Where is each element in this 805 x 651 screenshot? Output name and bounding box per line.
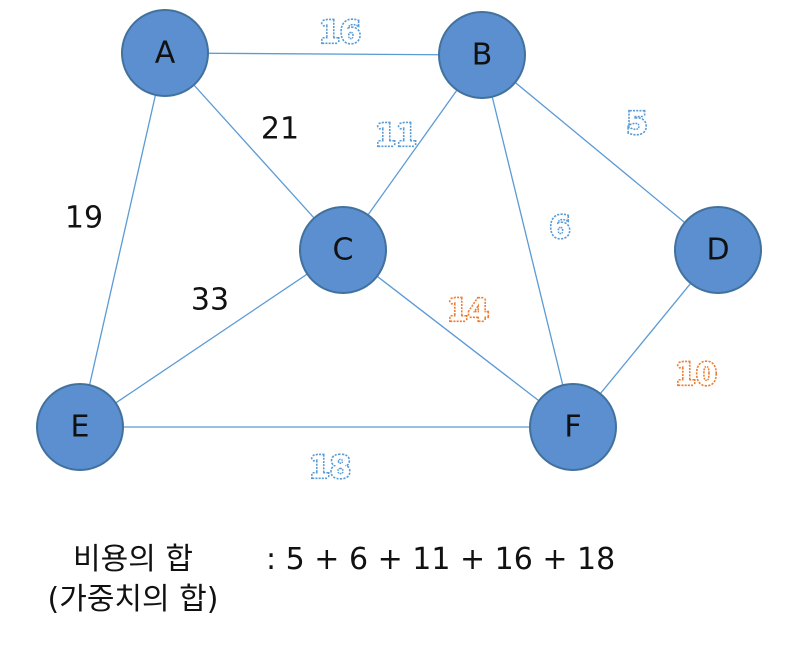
node-circle xyxy=(438,11,526,99)
edge-weight-c-e: 33 xyxy=(191,283,229,318)
edge-weight-b-c: 11 xyxy=(375,119,417,154)
node-c: C xyxy=(299,206,387,294)
edge-weight-a-c: 21 xyxy=(261,112,299,147)
graph-diagram: 16 21 19 11 5 6 33 14 10 18 A B C D E F xyxy=(36,9,762,487)
node-circle xyxy=(674,206,762,294)
weights-layer: 16 21 19 11 5 6 33 14 10 18 xyxy=(65,14,719,487)
edge-weight-a-e: 19 xyxy=(65,201,103,236)
node-f: F xyxy=(529,383,617,471)
node-circle xyxy=(299,206,387,294)
cost-formula: : 5 + 6 + 11 + 16 + 18 xyxy=(266,542,616,577)
caption-line2: (가중치의 합) xyxy=(47,582,219,617)
node-d: D xyxy=(674,206,762,294)
edge-c-e xyxy=(79,249,344,428)
edge-a-b xyxy=(164,52,483,56)
caption-line1: 비용의 합 xyxy=(73,542,193,577)
edge-c-f xyxy=(342,249,574,428)
node-label: B xyxy=(472,38,493,73)
edges-layer xyxy=(79,52,719,428)
node-label: E xyxy=(71,410,90,445)
node-e: E xyxy=(36,383,124,471)
edge-weight-a-b: 16 xyxy=(319,16,361,51)
edge-weight-c-f: 14 xyxy=(447,294,489,329)
edge-a-e xyxy=(79,52,166,428)
caption-title: 비용의 합 (가중치의 합) xyxy=(28,540,238,620)
node-label: C xyxy=(333,233,354,268)
edge-weight-d-f: 10 xyxy=(675,358,717,393)
edge-weight-e-f: 18 xyxy=(309,451,351,486)
node-circle xyxy=(121,9,209,97)
edge-b-f xyxy=(481,54,574,428)
edge-a-c xyxy=(164,52,344,251)
node-b: B xyxy=(438,11,526,99)
edge-b-d xyxy=(481,54,719,251)
node-circle xyxy=(36,383,124,471)
node-label: D xyxy=(706,233,729,268)
edge-weight-b-f: 6 xyxy=(550,211,571,246)
node-a: A xyxy=(121,9,209,97)
edge-weight-b-d: 5 xyxy=(627,107,648,142)
node-circle xyxy=(529,383,617,471)
node-label: F xyxy=(564,410,581,445)
node-label: A xyxy=(155,36,176,71)
nodes-layer: A B C D E F xyxy=(36,9,762,471)
